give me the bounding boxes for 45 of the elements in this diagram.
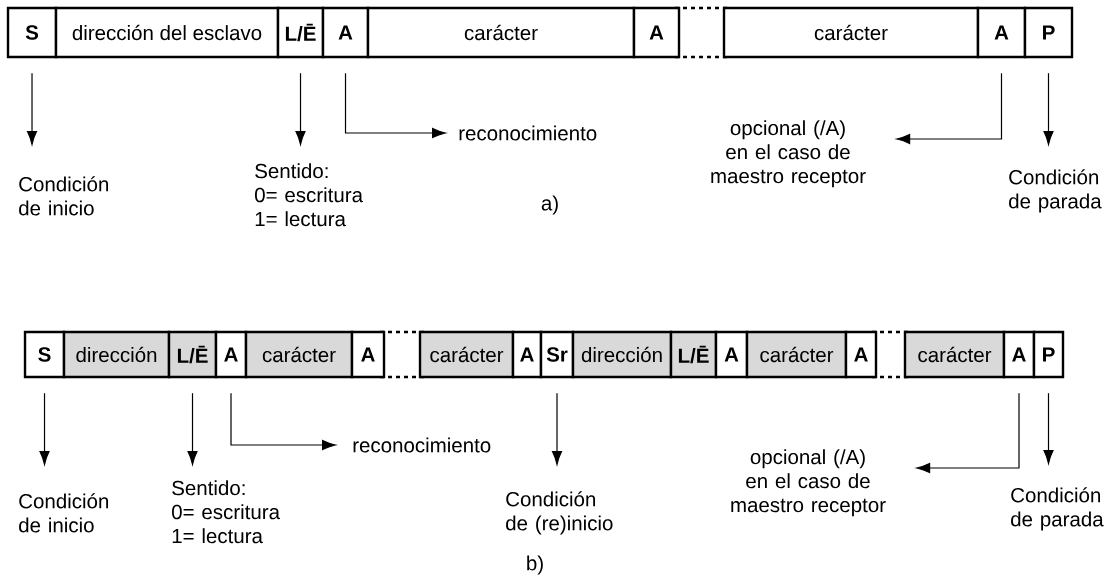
annotation-text: Condición de parada [1011, 487, 1104, 531]
field-cell: A [511, 330, 543, 379]
arrow [187, 392, 198, 465]
panel-label: b) [527, 555, 543, 575]
data-field-cell: carácter [745, 330, 848, 379]
field-cell: S [6, 6, 58, 59]
arrow [295, 72, 306, 145]
arrow [551, 392, 563, 465]
field-cell: L/Ē [276, 6, 325, 59]
panel-label: a) [541, 195, 558, 215]
field-cell: A [350, 330, 386, 379]
arrow [230, 392, 336, 451]
annotation-text: Condición de inicio [19, 493, 109, 533]
annotation-text: opcional (/A) en el caso de maestro receptor [731, 449, 886, 517]
arrow [1043, 72, 1054, 145]
arrow [916, 392, 1020, 474]
arrow [896, 72, 1003, 145]
field-cell: A [1002, 330, 1036, 379]
arrow [1043, 392, 1054, 464]
arrow [344, 72, 446, 139]
data-field-cell: L/Ē [167, 330, 218, 379]
annotation-text: Sentido: 0= escritura 1= lectura [172, 480, 280, 544]
field-cell: Sr [539, 330, 575, 379]
annotation-text: Sentido: 0= escritura 1= lectura [255, 163, 363, 227]
field-cell: A [976, 6, 1027, 59]
data-field-cell: carácter [903, 330, 1006, 379]
field-cell: S [23, 330, 66, 379]
data-field-cell: carácter [418, 330, 515, 379]
annotation-text: reconocimiento [353, 437, 491, 453]
field-cell: A [321, 6, 370, 59]
arrow [39, 392, 50, 465]
field-cell: P [1023, 6, 1074, 59]
field-cell: A [632, 6, 681, 59]
annotation-text: Condición de (re)inicio [506, 491, 613, 535]
field-cell: A [844, 330, 878, 379]
annotation-text: opcional (/A) en el caso de maestro receptor [711, 120, 866, 188]
annotation-text: Condición de parada [1009, 169, 1102, 213]
field-cell: A [214, 330, 248, 379]
field-cell: A [714, 330, 749, 379]
annotation-text: Condición de inicio [19, 176, 109, 216]
data-field-cell: L/Ē [669, 330, 718, 379]
annotation-text: reconocimiento [459, 125, 597, 141]
data-field-cell: carácter [244, 330, 354, 379]
arrow [26, 72, 38, 145]
field-cell: P [1032, 330, 1065, 379]
